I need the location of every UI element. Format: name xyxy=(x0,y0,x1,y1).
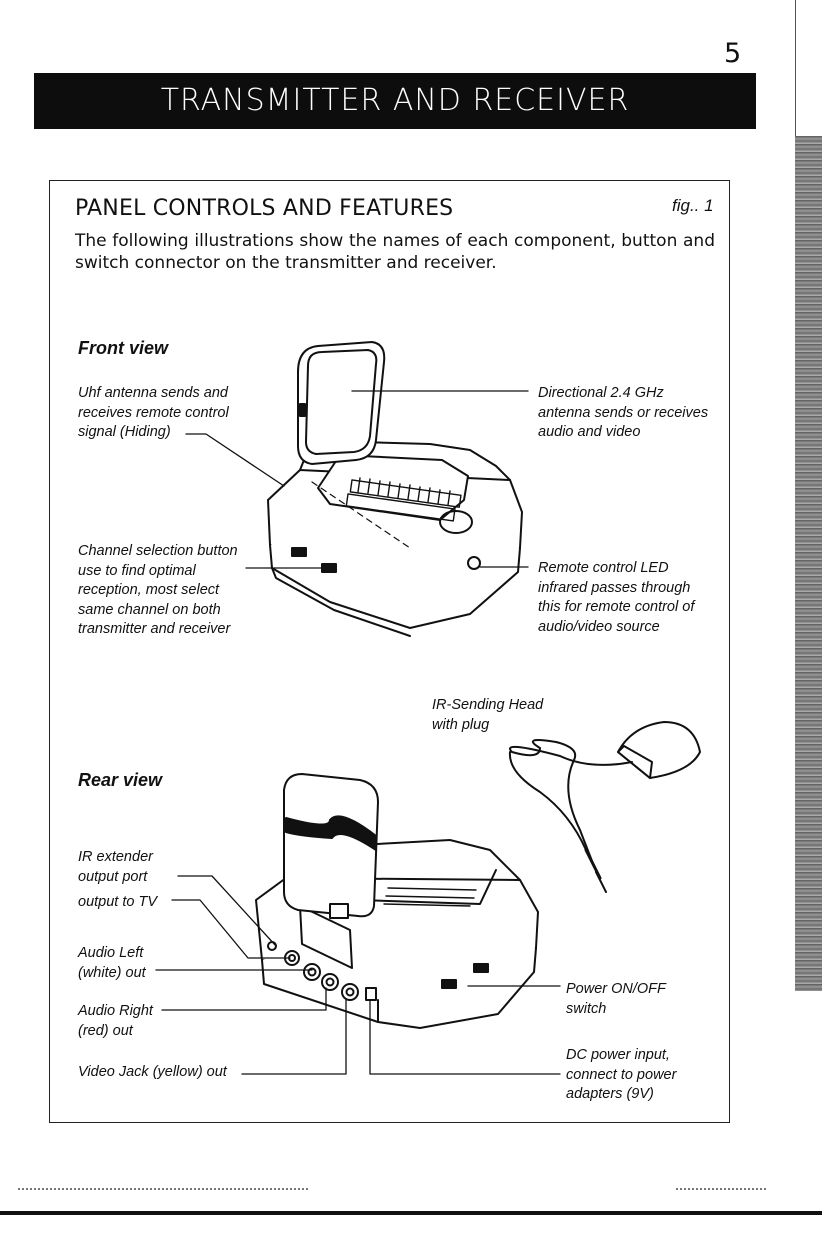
figure-frame xyxy=(49,180,730,1123)
front-view-heading: Front view xyxy=(78,338,169,358)
page-title: TRANSMITTER AND RECEIVER xyxy=(34,73,756,129)
page-edge xyxy=(795,0,822,136)
ir-sending-head-illustration xyxy=(508,721,701,893)
video-jack-callout: Video Jack (yellow) out xyxy=(78,1064,227,1080)
front-device-illustration xyxy=(267,341,523,637)
rear-device-illustration xyxy=(255,773,539,1029)
remote-led-callout: Remote control LED infrared passes throu… xyxy=(538,560,695,635)
scan-artifact xyxy=(18,1188,308,1191)
output-tv-callout: output to TV xyxy=(78,894,157,910)
audio-left-callout: Audio Left (white) out xyxy=(78,945,146,981)
scan-artifact xyxy=(676,1188,766,1191)
channel-selection-callout: Channel selection button use to find opt… xyxy=(78,543,238,637)
page-number: 5 xyxy=(724,38,742,69)
dc-input-callout: DC power input, connect to power adapter… xyxy=(566,1047,677,1102)
ir-extender-callout: IR extender output port xyxy=(78,849,153,885)
power-switch-callout: Power ON/OFF switch xyxy=(566,981,666,1017)
page-bottom-edge xyxy=(0,1211,822,1215)
intro-paragraph: The following illustrations show the nam… xyxy=(75,231,715,273)
figure-label: fig.. 1 xyxy=(672,196,714,215)
directional-antenna-callout: Directional 2.4 GHz antenna sends or rec… xyxy=(538,385,709,440)
uhf-antenna-callout: Uhf antenna sends and receives remote co… xyxy=(78,385,229,440)
section-title: PANEL CONTROLS AND FEATURES xyxy=(75,196,454,221)
audio-right-callout: Audio Right (red) out xyxy=(78,1003,153,1039)
ir-sending-head-callout: IR-Sending Head with plug xyxy=(432,697,544,733)
page-edge-shadow xyxy=(795,136,822,991)
rear-view-heading: Rear view xyxy=(78,770,163,790)
